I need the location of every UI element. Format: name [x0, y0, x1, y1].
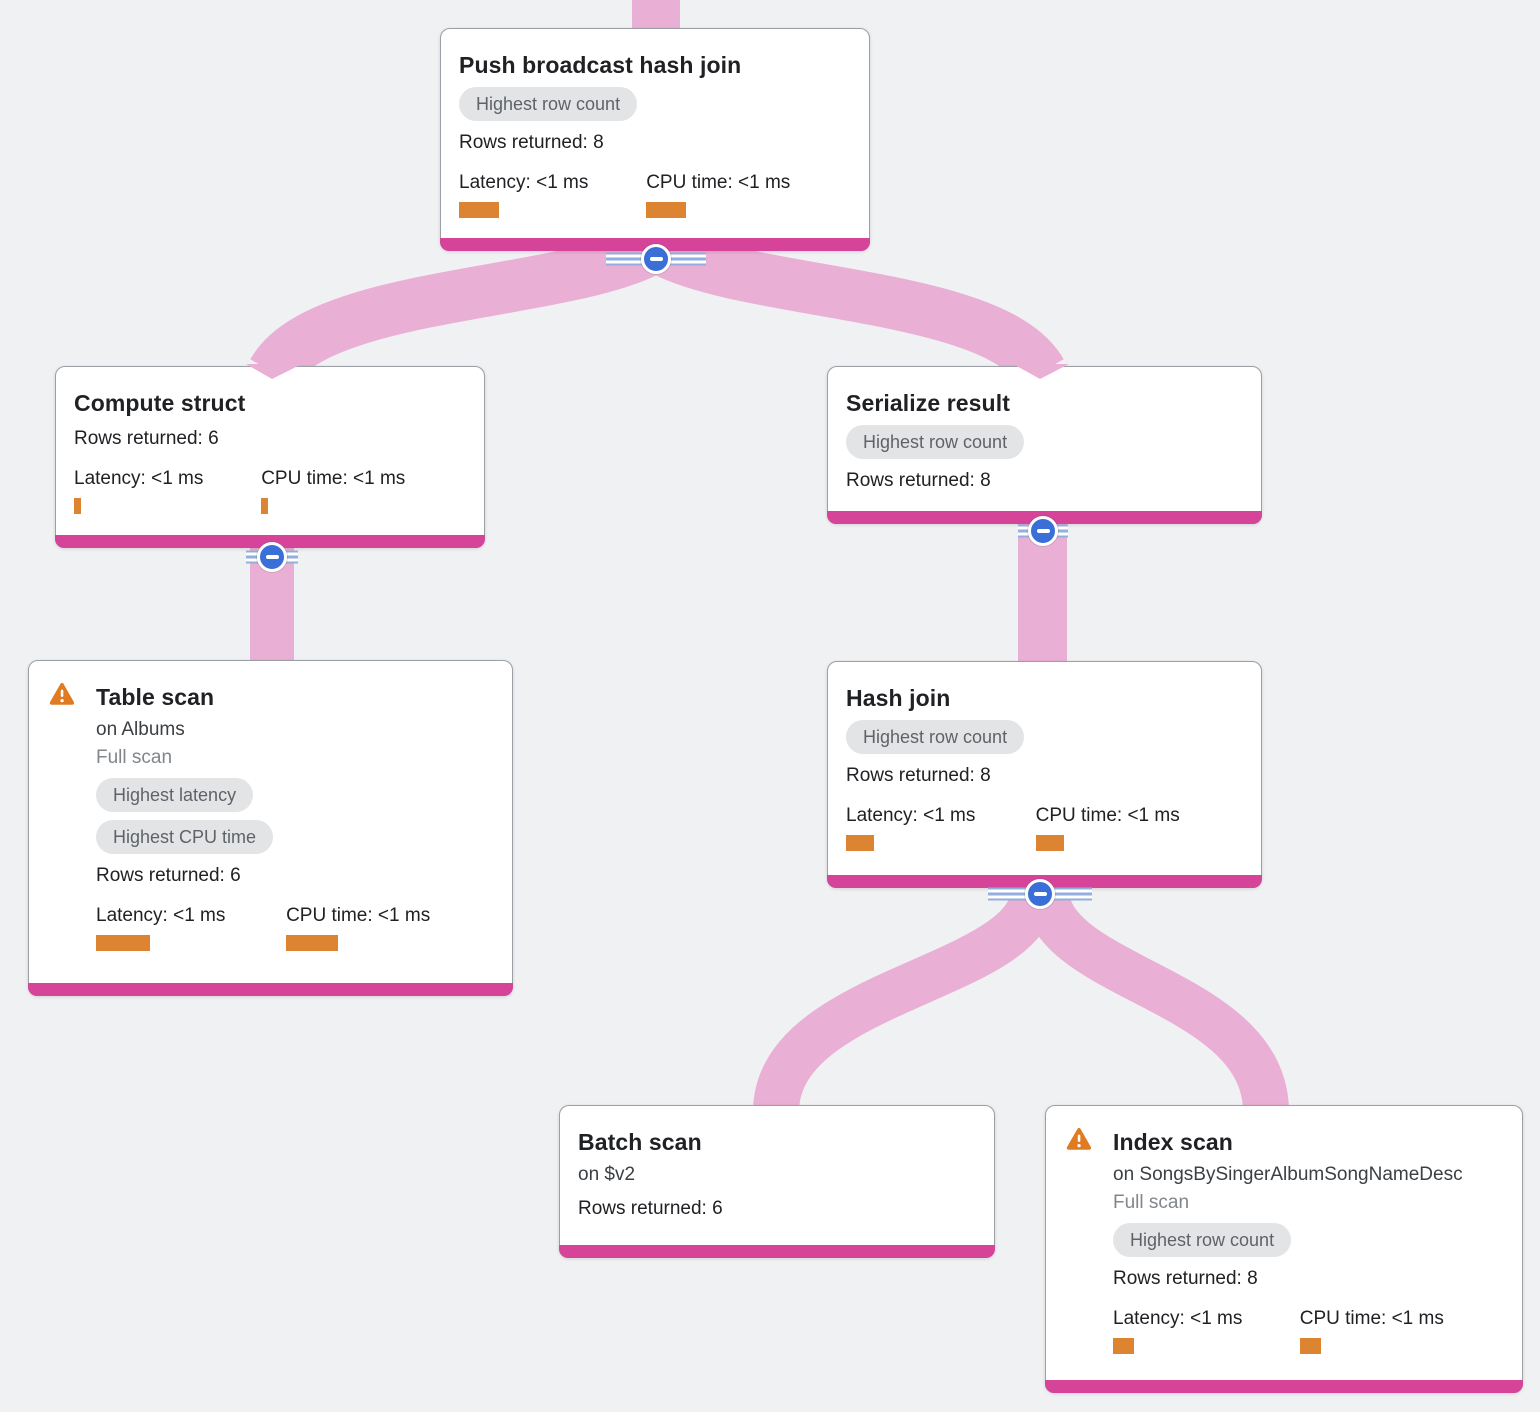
node-target: on SongsBySingerAlbumSongNameDesc — [1113, 1164, 1463, 1185]
latency-bar — [459, 202, 499, 218]
plan-node-push-broadcast-hash-join[interactable]: Push broadcast hash join Highest row cou… — [440, 28, 870, 251]
node-target: on $v2 — [578, 1164, 636, 1185]
node-metrics: Latency: <1 ms CPU time: <1 ms — [846, 804, 1241, 851]
link-root-to-serialize-result — [651, 226, 1064, 387]
minus-icon — [649, 257, 663, 261]
node-target: on Albums — [96, 719, 185, 740]
latency-label: Latency: <1 ms — [96, 905, 226, 926]
latency-bar — [1113, 1338, 1134, 1354]
plan-node-serialize-result[interactable]: Serialize result Highest row count Rows … — [827, 366, 1262, 524]
plan-node-table-scan[interactable]: Table scan on Albums Full scan Highest l… — [28, 660, 513, 996]
plan-node-compute-struct[interactable]: Compute struct Rows returned: 6 Latency:… — [55, 366, 485, 548]
highest-row-count-badge: Highest row count — [846, 425, 1025, 459]
connector-compute-struct — [246, 542, 298, 572]
cpu-time-bar — [1035, 835, 1064, 851]
latency-bar — [846, 835, 874, 851]
node-title: Hash join — [846, 685, 951, 711]
highest-row-count-badge: Highest row count — [846, 720, 1025, 754]
latency-label: Latency: <1 ms — [74, 468, 204, 489]
cpu-time-bar — [286, 935, 339, 951]
cpu-time-label: CPU time: <1 ms — [286, 905, 431, 926]
node-title: Table scan — [96, 684, 215, 710]
cpu-time-label: CPU time: <1 ms — [261, 468, 406, 489]
link-hash-join-to-index-scan — [1023, 887, 1289, 1114]
plan-node-batch-scan[interactable]: Batch scan on $v2 Rows returned: 6 — [559, 1105, 995, 1258]
warning-icon — [1066, 1127, 1092, 1150]
highest-row-count-badge: Highest row count — [459, 87, 638, 121]
highest-row-count-badge: Highest row count — [1113, 1223, 1292, 1257]
connector-serialize-result — [1018, 516, 1068, 546]
latency-label: Latency: <1 ms — [459, 172, 589, 193]
plan-node-index-scan[interactable]: Index scan on SongsBySingerAlbumSongName… — [1045, 1105, 1523, 1393]
latency-label: Latency: <1 ms — [846, 805, 976, 826]
scan-type-label: Full scan — [96, 747, 173, 768]
link-hash-join-to-batch-scan — [753, 887, 1057, 1114]
rows-returned: Rows returned: 8 — [846, 765, 991, 786]
collapse-button[interactable] — [641, 244, 671, 274]
connector-push-broadcast-hash-join — [606, 244, 706, 274]
link-root-to-compute-struct — [250, 226, 661, 387]
cpu-time-label: CPU time: <1 ms — [1035, 805, 1180, 826]
rows-returned: Rows returned: 6 — [74, 428, 219, 449]
warning-icon — [49, 682, 75, 705]
cpu-time-label: CPU time: <1 ms — [646, 172, 791, 193]
latency-bar — [74, 498, 81, 514]
cpu-time-bar — [1299, 1338, 1321, 1354]
cpu-time-bar — [261, 498, 269, 514]
plan-node-hash-join[interactable]: Hash join Highest row count Rows returne… — [827, 661, 1262, 888]
rows-returned: Rows returned: 8 — [459, 132, 604, 153]
cpu-time-bar — [646, 202, 687, 218]
highest-cpu-time-badge: Highest CPU time — [96, 820, 274, 854]
node-metrics: Latency: <1 ms CPU time: <1 ms — [96, 904, 492, 951]
rows-returned: Rows returned: 6 — [578, 1198, 723, 1219]
node-title: Push broadcast hash join — [459, 52, 742, 78]
node-title: Serialize result — [846, 390, 1010, 416]
rows-returned: Rows returned: 8 — [846, 470, 991, 491]
collapse-button[interactable] — [1028, 516, 1058, 546]
minus-icon — [1036, 529, 1050, 533]
node-metrics: Latency: <1 ms CPU time: <1 ms — [74, 467, 464, 514]
collapse-button[interactable] — [257, 542, 287, 572]
scan-type-label: Full scan — [1113, 1192, 1190, 1213]
node-title: Compute struct — [74, 390, 246, 416]
cpu-time-label: CPU time: <1 ms — [1299, 1308, 1444, 1329]
minus-icon — [1033, 892, 1047, 896]
latency-bar — [96, 935, 150, 951]
highest-latency-badge: Highest latency — [96, 778, 254, 812]
node-metrics: Latency: <1 ms CPU time: <1 ms — [459, 171, 849, 218]
collapse-button[interactable] — [1025, 879, 1055, 909]
node-metrics: Latency: <1 ms CPU time: <1 ms — [1113, 1307, 1502, 1354]
connector-hash-join — [988, 879, 1092, 909]
latency-label: Latency: <1 ms — [1113, 1308, 1243, 1329]
rows-returned: Rows returned: 6 — [96, 865, 241, 886]
rows-returned: Rows returned: 8 — [1113, 1268, 1258, 1289]
node-title: Batch scan — [578, 1129, 702, 1155]
node-title: Index scan — [1113, 1129, 1233, 1155]
minus-icon — [265, 555, 279, 559]
